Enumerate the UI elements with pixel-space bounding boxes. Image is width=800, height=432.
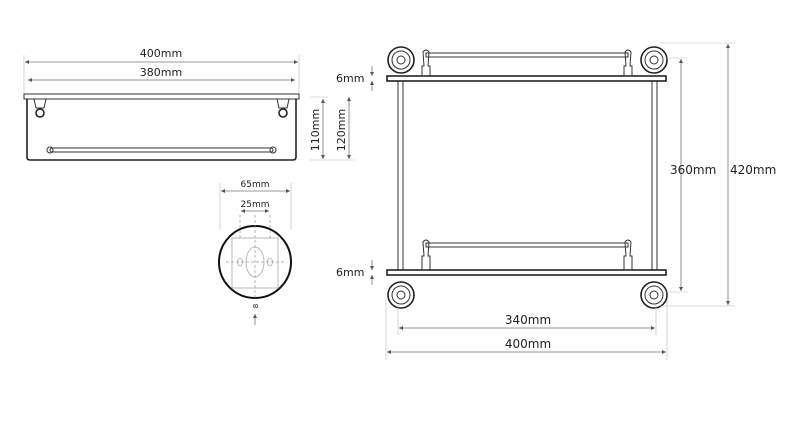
dim-label-glass-thickness-top: 6mm [336, 72, 364, 85]
dim-label-overall-width: 400mm [505, 337, 551, 351]
shelf-top-edge [23, 93, 300, 100]
post-left [397, 80, 404, 271]
dim-label-glass-width: 380mm [140, 66, 182, 79]
dim-label-inner-height: 360mm [670, 163, 716, 177]
glass-bottom [386, 269, 667, 276]
dim-label-glass-thickness-bottom: 6mm [336, 266, 364, 279]
front-view: 400mm 380mm 110mm 120mm [23, 47, 355, 161]
dim-label-inner-width: 340mm [505, 313, 551, 327]
bracket-right [278, 108, 288, 118]
rosette-bottom-right [640, 281, 668, 309]
rosette-top-left [387, 46, 415, 74]
dim-label-height-outer: 120mm [335, 109, 348, 151]
glass-shelf [26, 99, 297, 161]
mount-detail: 65mm 25mm 8 [218, 180, 292, 325]
bracket-left [35, 108, 45, 118]
screw-label: 8 [252, 304, 260, 308]
dim-label-plate-width: 65mm [241, 180, 270, 190]
front-rail [49, 147, 274, 153]
rail-bottom [425, 242, 629, 248]
dim-label-height-inner: 110mm [309, 109, 322, 151]
dim-label-hole-spacing: 25mm [241, 200, 270, 210]
rosette-bottom-left [387, 281, 415, 309]
glass-top [386, 75, 667, 82]
rosette-top-right [640, 46, 668, 74]
post-right [651, 80, 658, 271]
dim-label-overall-height: 420mm [730, 163, 776, 177]
rail-top [425, 52, 629, 58]
dim-label-overall-width: 400mm [140, 47, 182, 60]
side-view: 6mm 6mm 360mm 420mm 340mm 400mm [336, 42, 776, 360]
